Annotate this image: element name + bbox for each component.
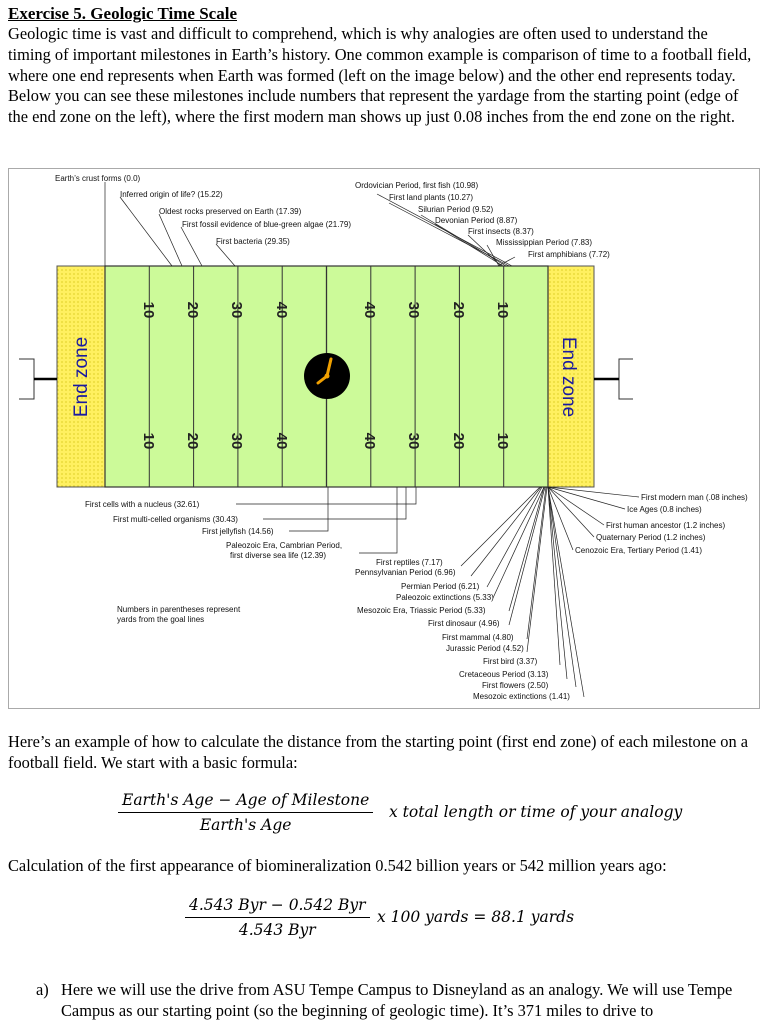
yard-number: 30 — [228, 302, 245, 319]
yard-number: 20 — [184, 302, 201, 319]
football-field-figure: 10 20 30 40 40 30 20 10 10 20 30 40 40 3… — [8, 168, 760, 709]
yard-number: 30 — [405, 433, 422, 450]
milestone-label: Paleozoic Era, Cambrian Period, — [226, 541, 342, 550]
milestone-label: First jellyfish (14.56) — [202, 527, 274, 536]
milestone-label: First multi-celled organisms (30.43) — [113, 515, 238, 524]
milestone-label: First cells with a nucleus (32.61) — [85, 500, 200, 509]
milestone-label: Oldest rocks preserved on Earth (17.39) — [159, 207, 302, 216]
milestone-label: Jurassic Period (4.52) — [446, 644, 524, 653]
yard-number: 30 — [228, 433, 245, 450]
yard-number: 20 — [450, 302, 467, 319]
milestone-label: Mississippian Period (7.83) — [496, 238, 592, 247]
example-tail: x 100 yards = 88.1 yards — [377, 908, 575, 926]
goal-post-left — [19, 358, 57, 400]
milestone-label: First bird (3.37) — [483, 657, 538, 666]
milestone-label: Inferred origin of life? (15.22) — [120, 190, 223, 199]
milestone-label: Pennsylvanian Period (6.96) — [355, 568, 456, 577]
yard-number: 40 — [273, 433, 290, 450]
figure-note: yards from the goal lines — [117, 615, 204, 624]
milestone-label: first diverse sea life (12.39) — [230, 551, 326, 560]
milestone-label: First modern man (.08 inches) — [641, 493, 748, 502]
yard-number: 40 — [273, 302, 290, 319]
milestone-label: First flowers (2.50) — [482, 681, 549, 690]
milestone-label: Mesozoic extinctions (1.41) — [473, 692, 570, 701]
yard-number: 10 — [494, 433, 511, 450]
milestone-label: First insects (8.37) — [468, 227, 534, 236]
milestone-label: Ice Ages (0.8 inches) — [627, 505, 702, 514]
question-text: Here we will use the drive from ASU Temp… — [61, 980, 733, 1020]
formula-fraction: Earth's Age − Age of Milestone Earth's A… — [118, 791, 374, 834]
milestone-label: Cenozoic Era, Tertiary Period (1.41) — [575, 546, 702, 555]
question-letter: a) — [36, 980, 49, 999]
milestone-label: First bacteria (29.35) — [216, 237, 290, 246]
example-fraction: 4.543 Byr − 0.542 Byr 4.543 Byr — [185, 896, 370, 939]
milestone-label: First dinosaur (4.96) — [428, 619, 500, 628]
milestone-label: First reptiles (7.17) — [376, 558, 443, 567]
left-end-zone — [56, 265, 106, 488]
goal-post-right — [594, 358, 633, 400]
yard-number: 40 — [361, 302, 378, 319]
yard-number: 10 — [494, 302, 511, 319]
yard-number: 10 — [140, 433, 157, 450]
yard-number: 40 — [361, 433, 378, 450]
milestone-label: Earth’s crust forms (0.0) — [55, 174, 141, 183]
milestone-label: Permian Period (6.21) — [401, 582, 480, 591]
intro-paragraph: Geologic time is vast and difficult to c… — [8, 24, 752, 127]
milestone-label: Ordovician Period, first fish (10.98) — [355, 181, 478, 190]
milestone-label: Silurian Period (9.52) — [418, 205, 493, 214]
milestone-label: First fossil evidence of blue-green alga… — [182, 220, 351, 229]
calc-intro-paragraph: Here’s an example of how to calculate th… — [8, 732, 749, 772]
formula-denominator: Earth's Age — [199, 816, 292, 834]
milestone-label: Devonian Period (8.87) — [435, 216, 518, 225]
example-denominator: 4.543 Byr — [238, 921, 316, 939]
milestone-label: First amphibians (7.72) — [528, 250, 610, 259]
biomineralization-paragraph: Calculation of the first appearance of b… — [8, 856, 667, 875]
example-numerator: 4.543 Byr − 0.542 Byr — [185, 896, 370, 918]
figure-note: Numbers in parentheses represent — [117, 605, 241, 614]
yard-number: 20 — [184, 433, 201, 450]
exercise-title: Exercise 5. Geologic Time Scale — [8, 4, 237, 23]
milestone-label: Paleozoic extinctions (5.33) — [396, 593, 494, 602]
milestone-label: First mammal (4.80) — [442, 633, 514, 642]
question-a: a) Here we will use the drive from ASU T… — [36, 980, 756, 1022]
end-zone-label-left: End zone — [71, 337, 92, 417]
milestone-label: Cretaceous Period (3.13) — [459, 670, 549, 679]
milestone-label: First land plants (10.27) — [389, 193, 473, 202]
milestone-label: Quaternary Period (1.2 inches) — [596, 533, 706, 542]
yard-number: 10 — [140, 302, 157, 319]
yard-number: 20 — [450, 433, 467, 450]
yard-number: 30 — [405, 302, 422, 319]
right-end-zone — [547, 265, 595, 488]
milestone-label: First human ancestor (1.2 inches) — [606, 521, 725, 530]
formula-tail: x total length or time of your analogy — [389, 803, 683, 821]
milestone-label: Mesozoic Era, Triassic Period (5.33) — [357, 606, 486, 615]
end-zone-label-right: End zone — [558, 337, 579, 417]
formula-numerator: Earth's Age − Age of Milestone — [118, 791, 374, 813]
clock-icon — [304, 353, 350, 399]
